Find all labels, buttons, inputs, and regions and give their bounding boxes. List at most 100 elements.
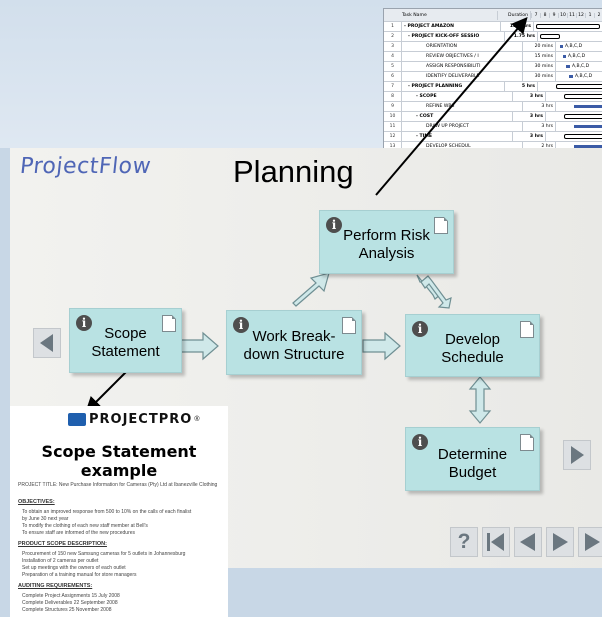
gantt-resource-label: A,B,C,D: [575, 74, 593, 79]
gantt-row-number: 1: [384, 22, 402, 31]
info-icon[interactable]: i: [412, 321, 428, 337]
document-icon[interactable]: [520, 321, 534, 338]
gantt-task-name: - PROJECT AMAZON: [402, 22, 501, 31]
gantt-row-number: 3: [384, 42, 402, 51]
gantt-duration: 15 mins: [523, 52, 556, 61]
info-icon[interactable]: i: [76, 315, 92, 331]
projectpro-mark-icon: [68, 413, 86, 426]
description-item: Preparation of a training manual for sto…: [22, 572, 137, 578]
gantt-duration: 1.75 hrs: [505, 32, 538, 41]
gantt-bar-cell: [538, 82, 602, 91]
gantt-bar-cell: B(B,: [556, 122, 602, 131]
gantt-resource-label: A,B,C,D: [565, 44, 583, 49]
objective-item: To ensure staff are informed of the new …: [22, 530, 136, 536]
info-icon[interactable]: i: [412, 434, 428, 450]
gantt-task-name: REVIEW OBJECTIVES / I: [402, 52, 523, 61]
risk-analysis-box[interactable]: i Perform Risk Analysis: [319, 210, 454, 274]
gantt-task-name: DRAW UP PROJECT: [402, 122, 523, 131]
gantt-scale-tick: 9: [549, 12, 558, 18]
determine-budget-box[interactable]: i Determine Budget: [405, 427, 540, 491]
box-label: Work Break-: [252, 328, 336, 345]
gantt-scale-tick: 11: [567, 12, 576, 18]
gantt-scale-tick: 8: [540, 12, 549, 18]
gantt-task-name: ORIENTATION: [402, 42, 523, 51]
gantt-summary-bar: [536, 24, 600, 29]
document-icon[interactable]: [434, 217, 448, 234]
box-label: Statement: [91, 343, 160, 360]
gantt-resource-label: A,B,C,D: [568, 54, 586, 59]
gantt-duration: 3 hrs: [513, 132, 546, 141]
document-icon[interactable]: [162, 315, 176, 332]
gantt-scale-tick: 2: [594, 12, 602, 18]
gantt-duration: 30 mins: [523, 62, 556, 71]
gantt-task-name: - PROJECT KICK-OFF SESSIO: [402, 32, 505, 41]
gantt-bar-cell: [546, 132, 602, 141]
gantt-duration: 3 hrs: [523, 122, 556, 131]
skip-first-icon: [487, 533, 504, 551]
gantt-bar-cell: A,B: [556, 102, 602, 111]
gantt-task-bar: [574, 125, 602, 128]
gantt-row-number: 5: [384, 62, 402, 71]
scope-statement-box[interactable]: i Scope Statement: [69, 308, 182, 373]
info-icon[interactable]: i: [233, 317, 249, 333]
document-icon[interactable]: [342, 317, 356, 334]
help-button[interactable]: ?: [450, 527, 478, 557]
deliverable-item: Complete Deliverables 22 September 2008: [22, 600, 118, 606]
gantt-bar-cell: A,B,C,D: [556, 42, 602, 51]
gantt-row-number: 7: [384, 82, 402, 91]
gantt-row-number: 12: [384, 132, 402, 141]
triangle-right-icon: [585, 533, 600, 551]
box-label: Schedule: [441, 349, 504, 366]
first-page-button[interactable]: [482, 527, 510, 557]
gantt-scale-tick: 7: [531, 12, 540, 18]
gantt-duration: 5 hrs: [505, 82, 538, 91]
objectives-heading: OBJECTIVES:: [18, 499, 55, 505]
gantt-summary-bar: [564, 94, 602, 99]
last-page-button[interactable]: [578, 527, 602, 557]
previous-page-button[interactable]: [514, 527, 542, 557]
page-title: Planning: [233, 154, 354, 189]
gantt-task-bar: [566, 65, 570, 68]
gantt-bar-cell: A,B,C,D: [556, 62, 602, 71]
box-label: Analysis: [358, 245, 415, 262]
description-item: Installation of 2 cameras per outlet: [22, 558, 99, 564]
gantt-row-number: 11: [384, 122, 402, 131]
gantt-task-name: - SCOPE: [402, 92, 513, 101]
gantt-task-name: REFINE WBS: [402, 102, 523, 111]
wbs-box[interactable]: i Work Break- down Structure: [226, 310, 362, 375]
gantt-row-number: 6: [384, 72, 402, 81]
gantt-task-name: - COST: [402, 112, 513, 121]
triangle-right-icon: [571, 446, 584, 464]
gantt-bar-cell: A,B,C,D: [556, 72, 602, 81]
gantt-duration: 3 hrs: [513, 92, 546, 101]
next-page-button[interactable]: [546, 527, 574, 557]
gantt-task-name: ASSIGN RESPONSIBILITI: [402, 62, 523, 71]
gantt-summary-bar: [564, 134, 602, 139]
gantt-row-number: 4: [384, 52, 402, 61]
description-item: Set up meetings with the owners of each …: [22, 565, 126, 571]
forward-button[interactable]: [563, 440, 591, 470]
gantt-summary-bar: [540, 34, 560, 39]
gantt-task-name: - PROJECT PLANNING: [402, 82, 505, 91]
gantt-row-number: 10: [384, 112, 402, 121]
objective-item: by June 30 next year: [22, 516, 69, 522]
gantt-duration: 3 hrs: [513, 112, 546, 121]
document-icon[interactable]: [520, 434, 534, 451]
back-button[interactable]: [33, 328, 61, 358]
deliverable-item: Complete Project Assignments 15 July 200…: [22, 593, 120, 599]
gantt-scale-tick: 12: [576, 12, 585, 18]
info-icon[interactable]: i: [326, 217, 342, 233]
gantt-bar-cell: A,B,C,D: [556, 52, 602, 61]
gantt-task-bar: [560, 45, 563, 48]
box-label: Develop: [444, 331, 501, 348]
develop-schedule-box[interactable]: i Develop Schedule: [405, 314, 540, 377]
